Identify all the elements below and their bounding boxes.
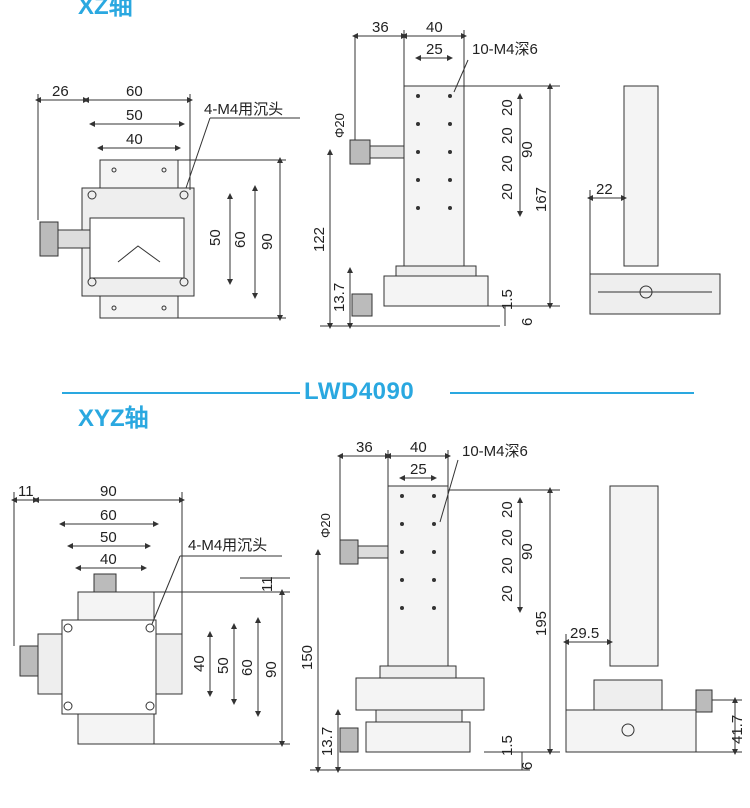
dim-label: 50 [207,229,224,246]
xyz-front-view-labels: 36 40 25 10-M4深6 Φ20 20 20 20 20 90 195 … [299,439,550,770]
xz-top-view-labels: 26 60 50 40 50 60 90 4-M4用沉头 [52,83,283,250]
dim-label: 20 [499,557,516,574]
xz-front-view-labels: 36 40 25 10-M4深6 Φ20 20 20 20 20 90 167 … [311,19,550,326]
xyz-top-view [11,492,290,747]
section-divider-right [450,392,694,394]
dim-label: 13.7 [319,727,336,756]
dim-label: 40 [426,19,443,36]
dim-label: 60 [232,231,249,248]
dim-label: 90 [519,543,536,560]
xyz-side-view [563,485,742,755]
xyz-top-view-labels: 11 90 60 50 40 11 40 50 60 90 4-M4用沉头 [18,483,280,678]
dim-label: 20 [499,501,516,518]
dim-label: 22 [596,181,613,198]
dim-label: 1.5 [499,735,516,756]
dim-label: 20 [499,155,516,172]
xz-top-view [35,94,300,321]
dim-label: 1.5 [499,289,516,310]
dim-label: 36 [372,19,389,36]
xz-side-view [587,85,721,315]
xyz-front-view [310,450,560,773]
dim-label: 90 [259,233,276,250]
xz-side-view-labels: 22 [596,181,613,198]
dim-label: 50 [100,529,117,546]
dim-label: 26 [52,83,69,100]
dim-label: 40 [191,655,208,672]
xyz-front-holes [400,494,436,610]
callout-note: 10-M4深6 [462,443,528,460]
dim-label: 90 [519,141,536,158]
xz-front-view [320,30,560,329]
dim-label: 50 [215,657,232,674]
callout-note: 4-M4用沉头 [188,537,267,554]
dim-label: 20 [499,585,516,602]
dim-label: 20 [499,183,516,200]
dim-label: 40 [100,551,117,568]
dim-label: 6 [519,318,536,326]
model-number: LWD4090 [304,378,415,405]
dim-label: 60 [100,507,117,524]
dim-label: 11 [18,483,34,500]
dim-label: 90 [263,661,280,678]
dim-label: 40 [410,439,427,456]
dim-label: 41.7 [729,715,746,744]
dim-label: 60 [126,83,143,100]
dim-label: 50 [126,107,143,124]
dim-label: 122 [311,227,328,252]
xz-axis-title: XZ轴 [78,0,133,20]
dim-label: 195 [533,611,550,636]
dim-label: 20 [499,127,516,144]
dim-label: 167 [533,187,550,212]
callout-note: 10-M4深6 [472,41,538,58]
section-divider-left [62,392,300,394]
dim-label: 40 [126,131,143,148]
dim-label: 25 [426,41,443,58]
dim-label: 11 [259,576,276,592]
dim-label: 36 [356,439,373,456]
dim-label: 29.5 [570,625,599,642]
dim-label: 6 [519,762,536,770]
xyz-side-view-labels: 29.5 41.7 [570,625,746,744]
dim-label: 20 [499,99,516,116]
callout-note: 4-M4用沉头 [204,101,283,118]
dim-label: Φ20 [332,113,347,138]
dim-label: Φ20 [318,513,333,538]
dim-label: 13.7 [331,283,348,312]
xyz-axis-title: XYZ轴 [78,405,149,432]
dim-label: 20 [499,529,516,546]
dim-label: 25 [410,461,427,478]
xz-front-holes [416,94,452,210]
dim-label: 90 [100,483,117,500]
dim-label: 150 [299,645,316,670]
dim-label: 60 [239,659,256,676]
